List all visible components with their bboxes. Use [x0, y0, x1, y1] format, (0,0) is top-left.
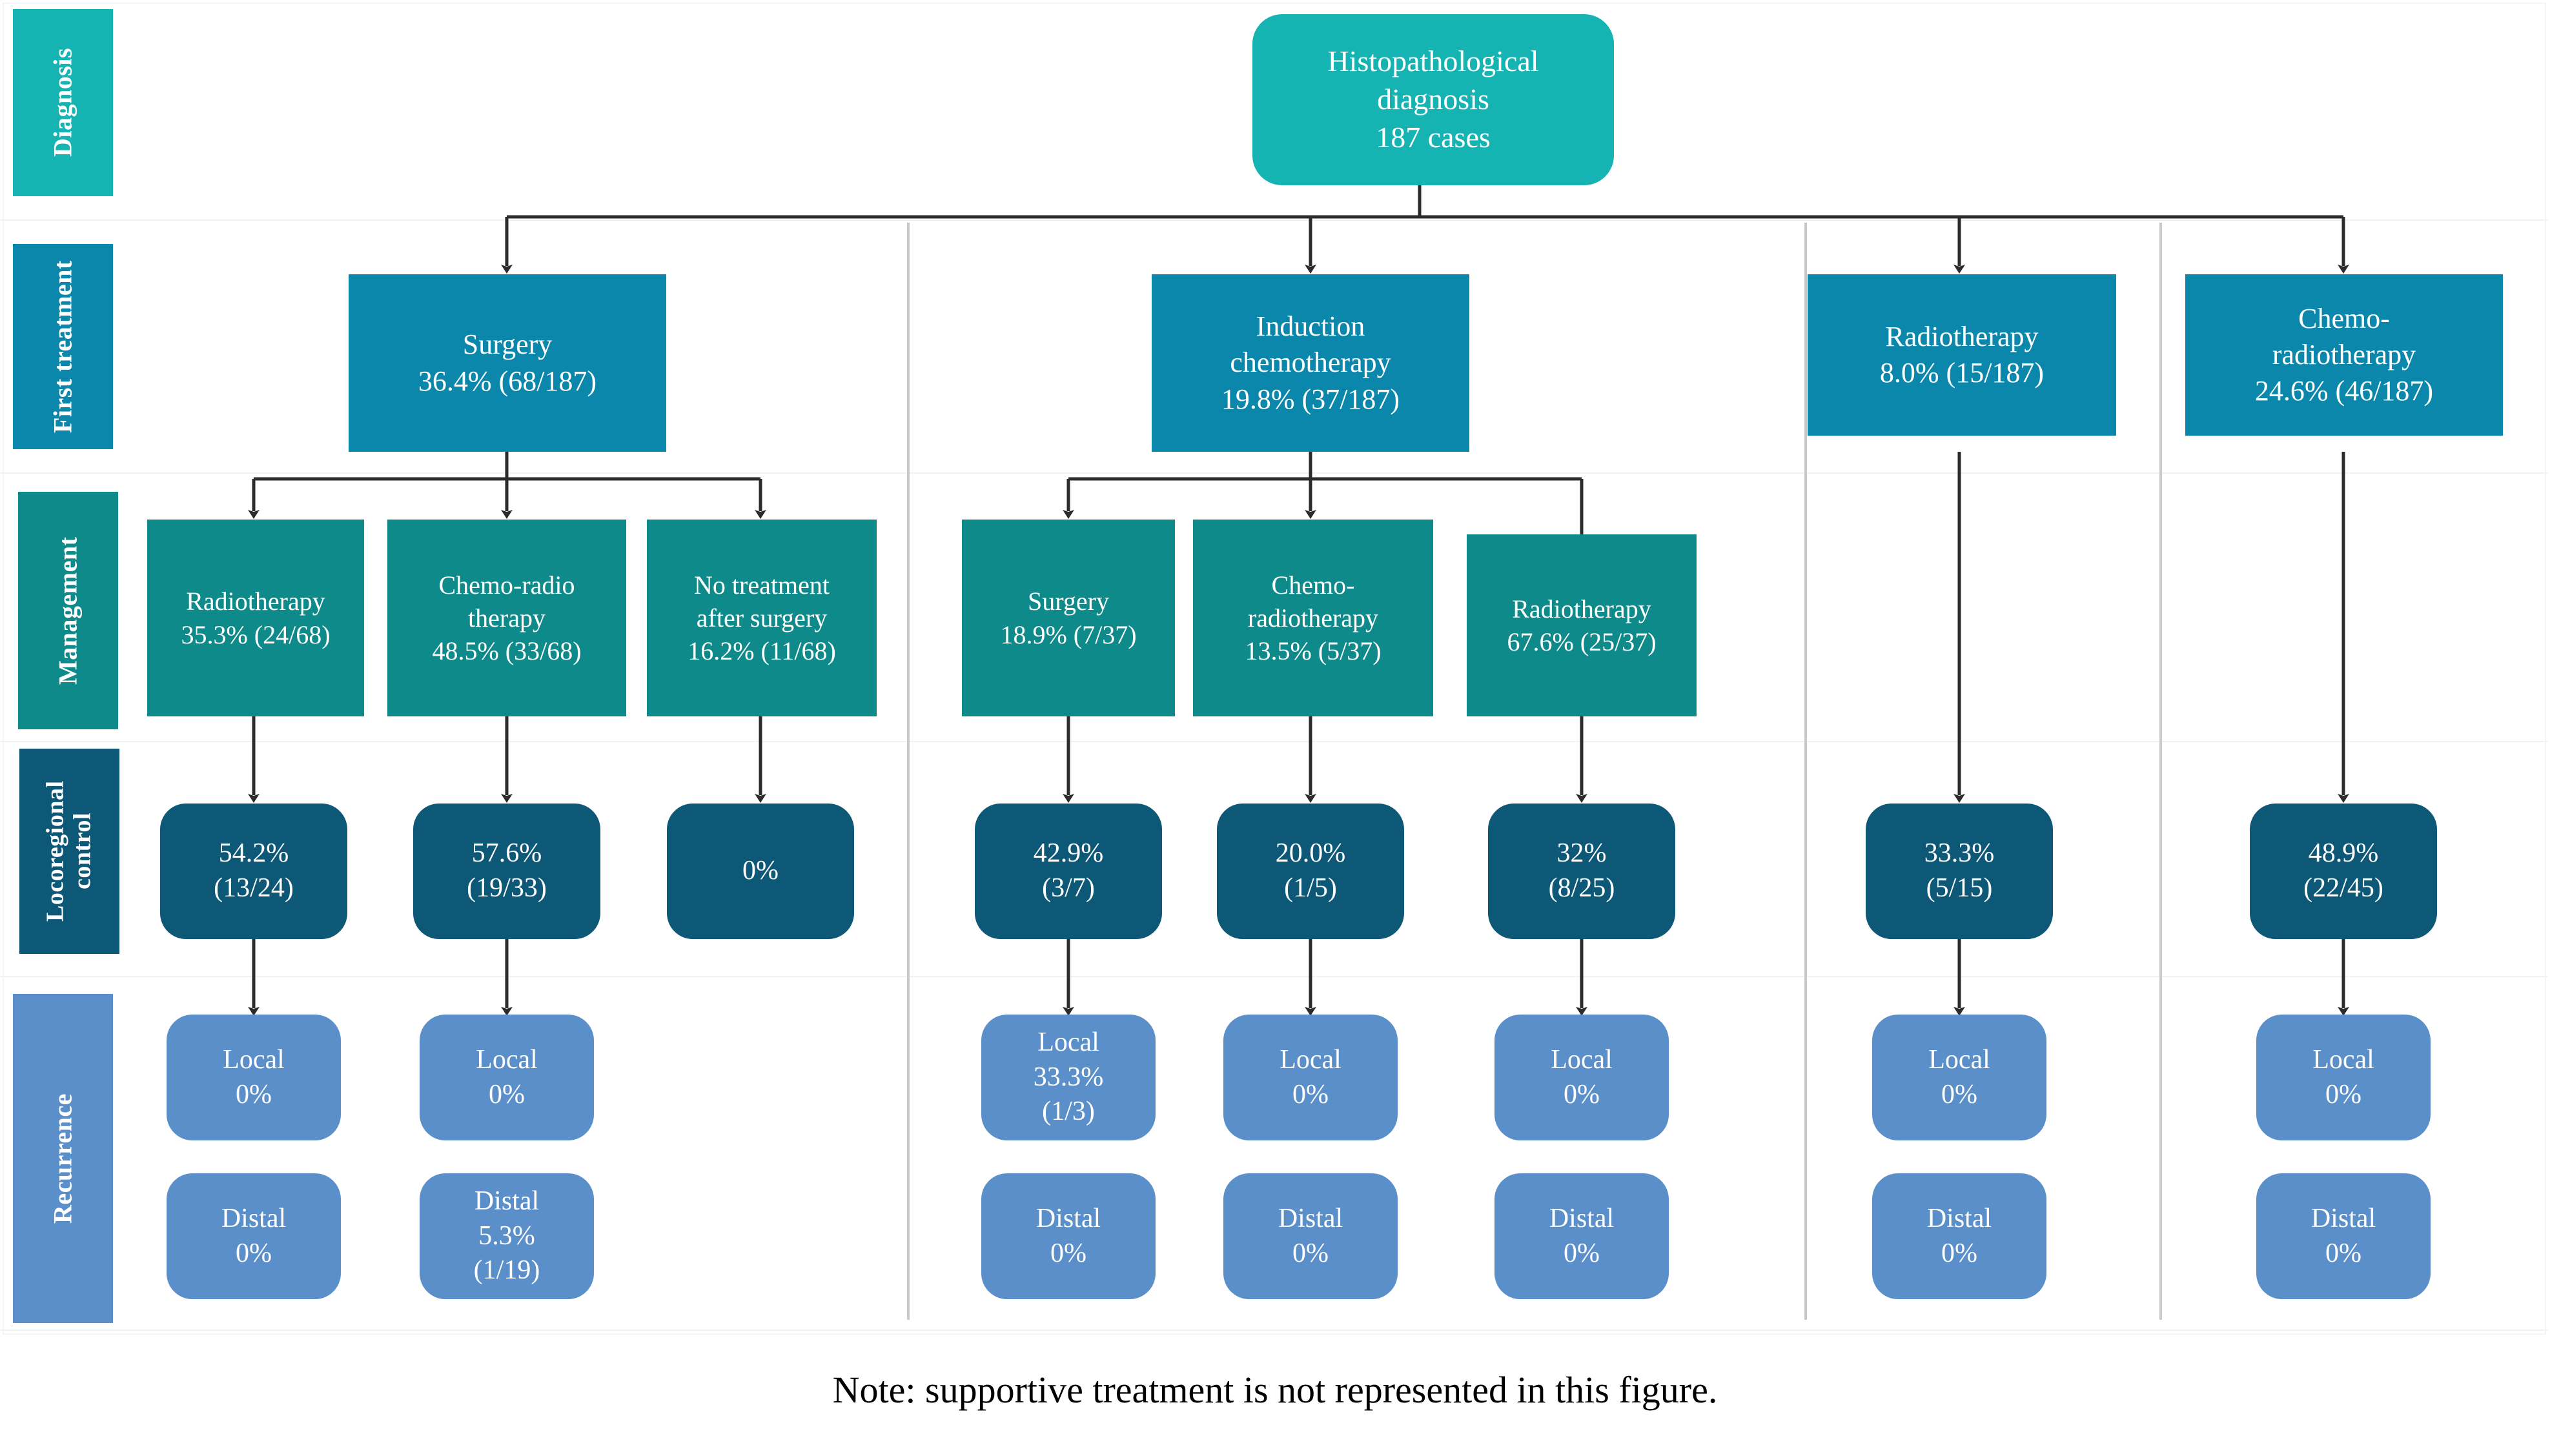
band-separator-4 — [0, 976, 2547, 977]
row-label-text: Locoregional control — [41, 780, 96, 922]
row-label-recurrence: Recurrence — [13, 994, 113, 1323]
node-first-treatment-radiotherapy[interactable]: Radiotherapy 8.0% (15/187) — [1808, 274, 2116, 436]
node-locoregional-control-5[interactable]: 20.0% (1/5) — [1217, 804, 1404, 939]
node-management-radiotherapy-after-induction[interactable]: Radiotherapy 67.6% (25/37) — [1467, 534, 1697, 716]
row-label-first-treatment: First treatment — [13, 244, 113, 449]
node-recurrence-distal-5[interactable]: Distal 0% — [1223, 1173, 1398, 1299]
figure-frame — [3, 3, 2546, 1335]
node-first-treatment-induction-chemotherapy[interactable]: Induction chemotherapy 19.8% (37/187) — [1152, 274, 1469, 452]
node-recurrence-distal-6[interactable]: Distal 0% — [1494, 1173, 1669, 1299]
node-locoregional-control-4[interactable]: 42.9% (3/7) — [975, 804, 1162, 939]
node-locoregional-control-2[interactable]: 57.6% (19/33) — [413, 804, 600, 939]
node-locoregional-control-1[interactable]: 54.2% (13/24) — [160, 804, 347, 939]
node-first-treatment-chemo-radiotherapy[interactable]: Chemo- radiotherapy 24.6% (46/187) — [2185, 274, 2503, 436]
row-label-diagnosis: Diagnosis — [13, 9, 113, 196]
figure-note: Note: supportive treatment is not repres… — [832, 1369, 1718, 1411]
node-recurrence-distal-7[interactable]: Distal 0% — [1872, 1173, 2046, 1299]
group-separator-left — [907, 223, 910, 1320]
node-recurrence-local-5[interactable]: Local 0% — [1223, 1015, 1398, 1140]
row-label-text: Recurrence — [48, 1093, 77, 1224]
node-recurrence-distal-4[interactable]: Distal 0% — [981, 1173, 1156, 1299]
node-recurrence-local-2[interactable]: Local 0% — [420, 1015, 594, 1140]
row-label-locoregional-control: Locoregional control — [19, 749, 119, 954]
node-recurrence-local-8[interactable]: Local 0% — [2256, 1015, 2431, 1140]
node-recurrence-distal-1[interactable]: Distal 0% — [167, 1173, 341, 1299]
node-management-surgery[interactable]: Surgery 18.9% (7/37) — [962, 520, 1175, 716]
group-separator-mid — [1804, 223, 1807, 1320]
row-label-text: Management — [53, 536, 83, 685]
node-locoregional-control-3[interactable]: 0% — [667, 804, 854, 939]
row-label-text: First treatment — [48, 260, 77, 433]
node-recurrence-local-6[interactable]: Local 0% — [1494, 1015, 1669, 1140]
node-first-treatment-surgery[interactable]: Surgery 36.4% (68/187) — [349, 274, 666, 452]
band-separator-2 — [0, 472, 2547, 474]
node-locoregional-control-7[interactable]: 33.3% (5/15) — [1866, 804, 2053, 939]
node-management-chemo-radiotherapy[interactable]: Chemo- radiotherapy 13.5% (5/37) — [1193, 520, 1433, 716]
node-management-no-treatment-after-surgery[interactable]: No treatment after surgery 16.2% (11/68) — [647, 520, 877, 716]
node-locoregional-control-8[interactable]: 48.9% (22/45) — [2250, 804, 2437, 939]
node-management-radiotherapy[interactable]: Radiotherapy 35.3% (24/68) — [147, 520, 364, 716]
band-separator-1 — [0, 219, 2547, 221]
node-locoregional-control-6[interactable]: 32% (8/25) — [1488, 804, 1675, 939]
node-recurrence-distal-2[interactable]: Distal 5.3% (1/19) — [420, 1173, 594, 1299]
band-separator-3 — [0, 741, 2547, 742]
row-label-text: Diagnosis — [48, 48, 77, 157]
node-recurrence-distal-8[interactable]: Distal 0% — [2256, 1173, 2431, 1299]
node-recurrence-local-4[interactable]: Local 33.3% (1/3) — [981, 1015, 1156, 1140]
node-recurrence-local-7[interactable]: Local 0% — [1872, 1015, 2046, 1140]
group-separator-right — [2159, 223, 2162, 1320]
band-separator-5 — [0, 1330, 2547, 1331]
node-histopathological-diagnosis[interactable]: Histopathological diagnosis 187 cases — [1252, 14, 1614, 185]
node-management-chemo-radio-therapy[interactable]: Chemo-radio therapy 48.5% (33/68) — [387, 520, 626, 716]
row-label-management: Management — [18, 492, 118, 729]
node-recurrence-local-1[interactable]: Local 0% — [167, 1015, 341, 1140]
